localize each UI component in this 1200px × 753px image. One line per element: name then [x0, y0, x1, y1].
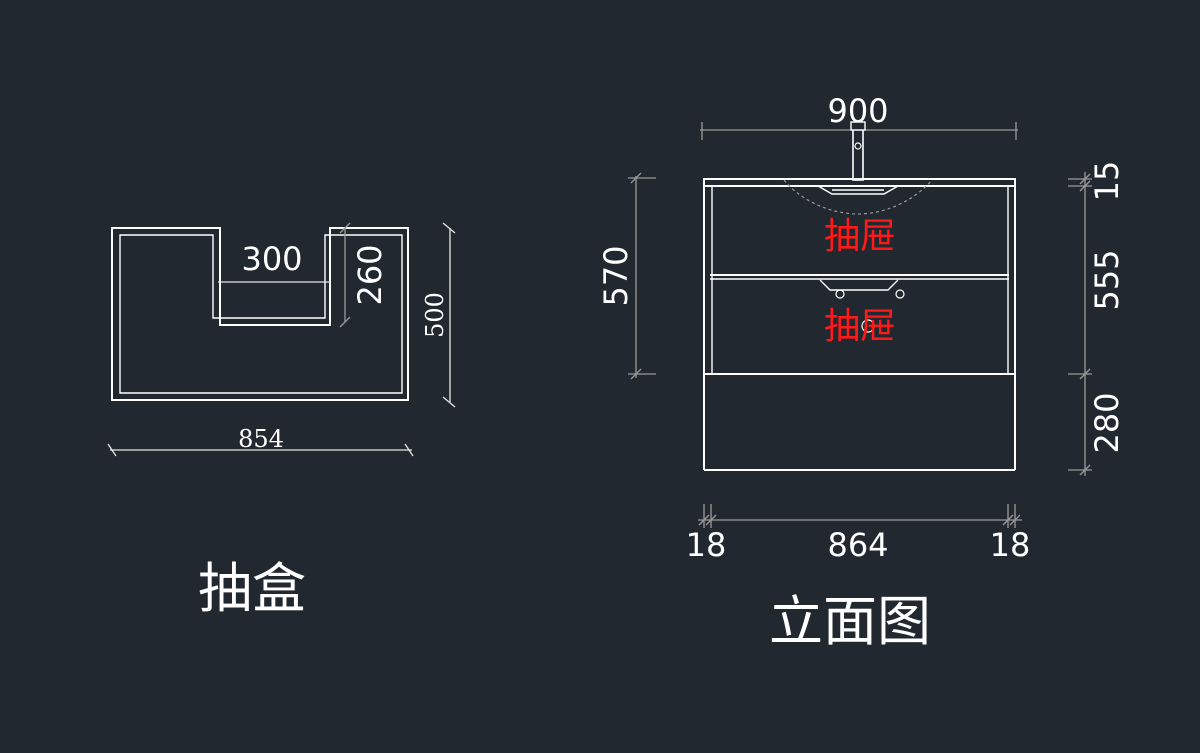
dim-tick [404, 443, 414, 457]
dim-tick [705, 514, 717, 526]
dim-tick [1079, 173, 1091, 185]
dim-tick [1079, 180, 1091, 192]
dim-tick [442, 222, 456, 234]
dim-notch-width: 300 [241, 240, 302, 278]
countertop [703, 178, 1016, 187]
dim-bottom-left: 18 [686, 526, 727, 564]
basin-outline [783, 179, 933, 215]
dim-tick [107, 443, 117, 457]
dim-tick [1079, 464, 1091, 476]
dim-notch-depth: 260 [351, 244, 389, 305]
dim-depth: 500 [421, 292, 449, 338]
dim-tick [1079, 368, 1091, 380]
dim-tick [630, 368, 642, 380]
drawer-box-title: 抽盒 [198, 557, 306, 620]
dim-tick [339, 316, 351, 328]
drawer-box-inner-outline [119, 234, 403, 394]
dim-tick [698, 514, 710, 526]
dim-tick [1002, 514, 1014, 526]
dim-right-bottom: 280 [1088, 392, 1126, 453]
dim-tick [630, 172, 642, 184]
drawer-box-outer-outline [111, 227, 409, 401]
dim-right-top: 15 [1088, 161, 1126, 202]
drawer-label-2: 抽屉 [824, 306, 896, 347]
dim-bottom-right: 18 [990, 526, 1031, 564]
elevation-title: 立面图 [769, 590, 931, 653]
drawer-box-plan: 300 260 500 854 抽盒 [107, 222, 456, 620]
dim-tick [339, 222, 351, 234]
dim-left-height: 570 [597, 245, 635, 306]
dim-width: 854 [238, 425, 284, 453]
dim-right-mid: 555 [1088, 249, 1126, 310]
drawer-label-1: 抽屉 [824, 216, 896, 257]
drawer-cutout-detail [819, 279, 905, 333]
faucet-icon [850, 121, 866, 181]
elevation-view: 900 抽屉 抽 [597, 92, 1126, 653]
dim-bottom-mid: 864 [827, 526, 888, 564]
dim-tick [1009, 514, 1021, 526]
dim-tick [442, 396, 456, 408]
